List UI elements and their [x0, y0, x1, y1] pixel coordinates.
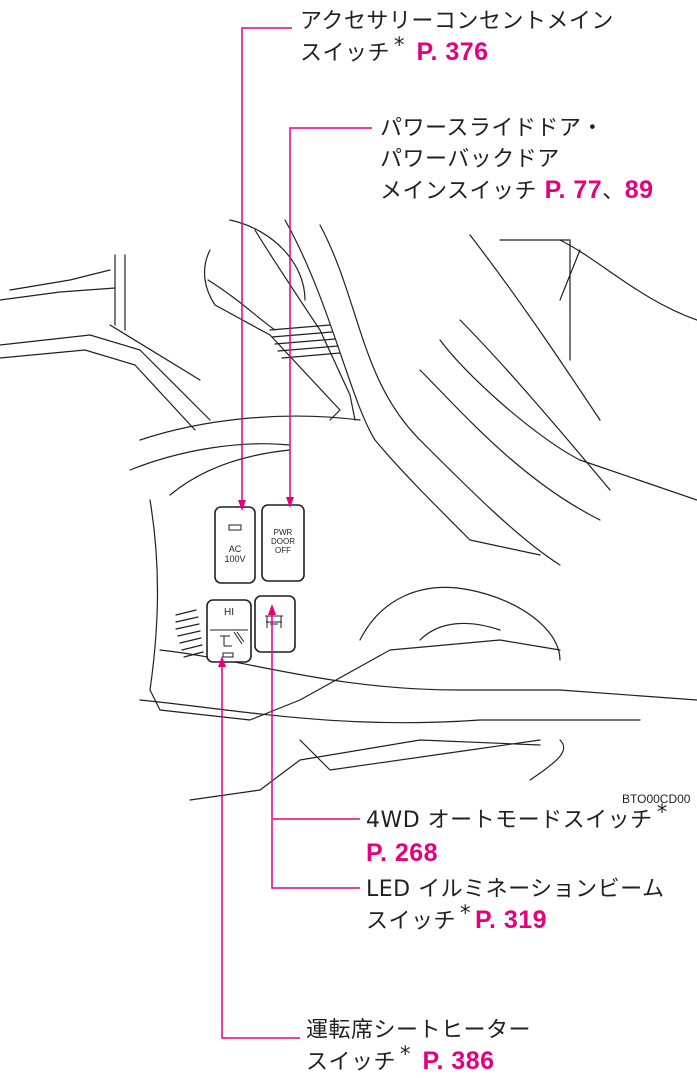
leader-ac: [241, 27, 292, 505]
left-dash-lines: [0, 254, 211, 431]
column-knurl: [269, 324, 341, 359]
asterisk: *: [394, 33, 406, 57]
ref-separator: 、: [602, 179, 625, 204]
callout-ac-line2: スイッチ: [300, 41, 391, 66]
callout-seat-heater: 運転席シートヒーター スイッチ* P. 386: [306, 1015, 531, 1078]
callout-pd-line3-row: メインスイッチ P. 77、89: [380, 175, 654, 207]
asterisk: *: [400, 1042, 412, 1066]
page-ref-link[interactable]: P. 386: [422, 1047, 495, 1075]
callout-pd-line2: パワーバックドア: [380, 147, 560, 172]
arrow-awd: [268, 604, 276, 615]
leader-seat-heater: [221, 662, 300, 1039]
ac-switch-text-2: 100V: [224, 554, 245, 564]
heater-hi-text: HI: [224, 607, 234, 618]
wheel-spoke: [459, 234, 611, 491]
page-ref-link[interactable]: P. 77: [544, 176, 603, 204]
seat-heater-icon: [220, 631, 245, 647]
callout-led: LED イルミネーションビーム スイッチ*P. 319: [366, 874, 665, 937]
pwr-switch-text-1: PWR: [274, 528, 293, 537]
awd-auto-icon: [265, 615, 283, 628]
right-dash: [419, 239, 697, 521]
page-ref-link[interactable]: P. 376: [416, 38, 489, 66]
pwr-switch-text-3: OFF: [275, 546, 291, 555]
figure-code: BTO00CD00: [622, 792, 691, 806]
arrow-seat-heater: [218, 656, 226, 667]
pedal-area: [359, 586, 561, 661]
page-ref-link[interactable]: P. 319: [475, 906, 548, 934]
arrow-ac: [238, 500, 246, 511]
callout-ac-outlet: アクセサリーコンセントメイン スイッチ* P. 376: [300, 6, 614, 69]
heater-indicator: [222, 652, 234, 658]
page-ref-link[interactable]: P. 268: [366, 839, 439, 867]
callout-power-door: パワースライドドア・ パワーバックドア メインスイッチ P. 77、89: [380, 113, 654, 207]
callout-sh-line2-row: スイッチ* P. 386: [306, 1042, 531, 1078]
seat-heater-switch: [206, 599, 252, 663]
callout-awd: 4WD オートモードスイッチ*: [366, 800, 672, 836]
page-ref-link-2[interactable]: 89: [624, 176, 654, 204]
vent-grille: [175, 609, 204, 658]
callout-pd-line3: メインスイッチ: [380, 179, 538, 204]
steering-wheel-rim: [229, 219, 561, 566]
ac-switch-text-1: AC: [229, 544, 242, 554]
steering-column: [203, 229, 356, 421]
leader-power-door: [289, 127, 372, 502]
power-door-switch: [261, 504, 305, 582]
leader-lines: [221, 27, 372, 1039]
callout-awd-line1: 4WD オートモードスイッチ: [366, 808, 653, 833]
callout-ac-line1: アクセサリーコンセントメイン: [300, 9, 614, 34]
pwr-switch-text-2: DOOR: [271, 537, 295, 546]
callout-sh-line2: スイッチ: [306, 1050, 397, 1075]
asterisk: *: [460, 901, 472, 925]
callout-pd-line1: パワースライドドア・: [380, 116, 604, 141]
callout-ac-line2-row: スイッチ* P. 376: [300, 33, 614, 69]
ac-outlet-switch: [214, 506, 256, 584]
ac-indicator: [228, 524, 242, 531]
arrow-power-door: [286, 497, 294, 508]
callout-led-line2: スイッチ: [366, 909, 457, 934]
asterisk: *: [656, 800, 668, 824]
lower-dash: [139, 639, 697, 801]
leader-led: [271, 820, 360, 889]
callout-awd-ref-row: P. 268: [366, 838, 438, 870]
callout-sh-line1: 運転席シートヒーター: [306, 1018, 532, 1043]
callout-led-line1: LED イルミネーションビーム: [366, 877, 665, 902]
callout-awd-line1-row: 4WD オートモードスイッチ*: [366, 800, 672, 836]
callout-led-line2-row: スイッチ*P. 319: [366, 901, 665, 937]
leader-awd: [271, 610, 360, 820]
